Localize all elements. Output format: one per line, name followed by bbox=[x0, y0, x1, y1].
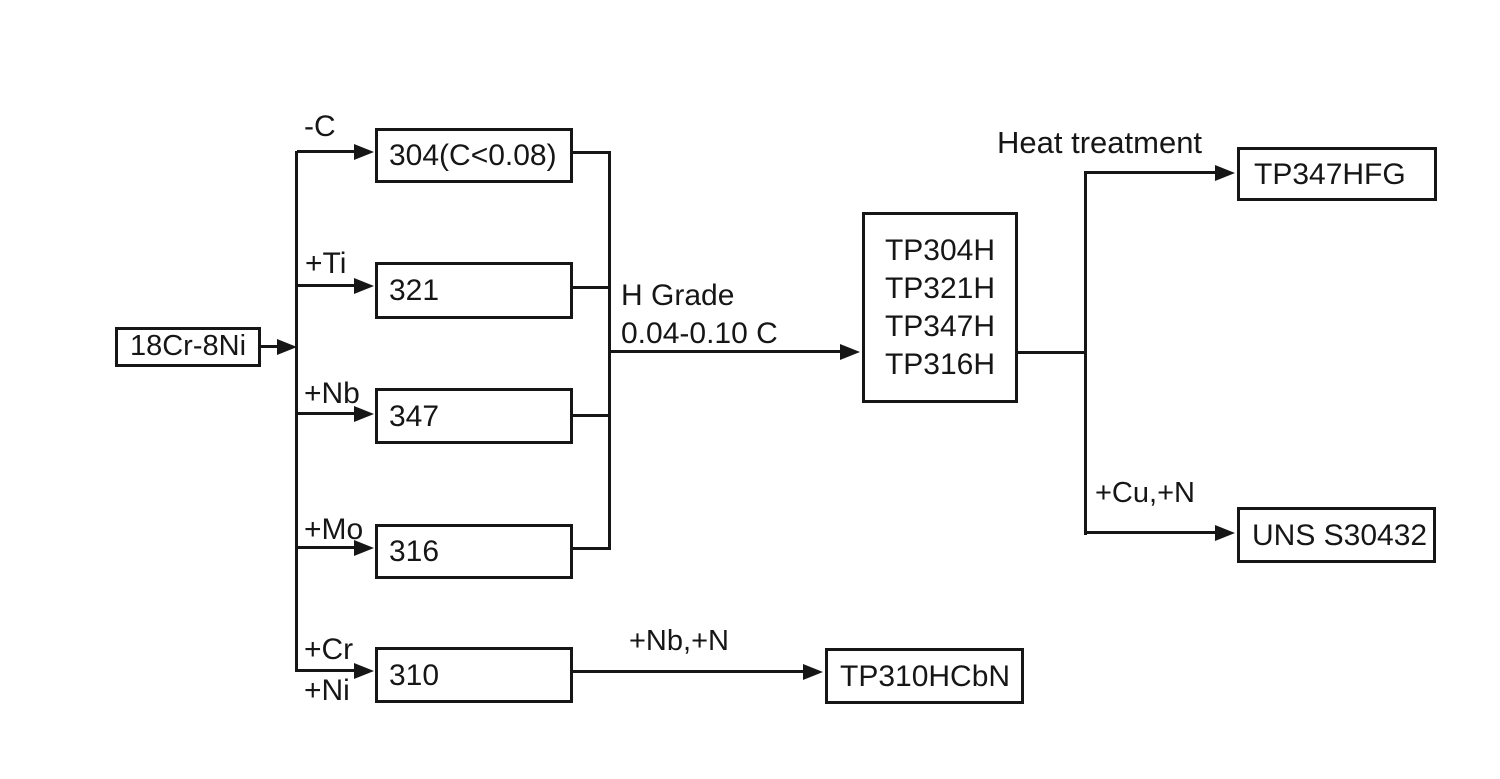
arrowhead-tp310hcbn bbox=[803, 664, 823, 680]
node-h-grades: TP304H TP321H TP347H TP316H bbox=[862, 212, 1018, 403]
edge-label-h-grade-range: 0.04-0.10 C bbox=[621, 317, 778, 350]
node-tp310hcbn: TP310HCbN bbox=[825, 648, 1024, 704]
connector-heat-treatment-line bbox=[1084, 171, 1216, 174]
node-310: 310 bbox=[375, 647, 573, 703]
arrowhead-310 bbox=[354, 663, 374, 679]
connector-stub-321 bbox=[571, 286, 611, 289]
edge-label-plus-ti: +Ti bbox=[305, 247, 347, 280]
node-uns-s30432: UNS S30432 bbox=[1237, 507, 1436, 563]
node-321: 321 bbox=[375, 262, 573, 319]
connector-stub-347 bbox=[571, 414, 611, 417]
connector-branch-304 bbox=[297, 150, 355, 153]
node-304: 304(C<0.08) bbox=[375, 128, 573, 183]
edge-label-plus-nb: +Nb bbox=[304, 377, 360, 410]
connector-stub-304 bbox=[571, 151, 611, 154]
node-18cr-8ni: 18Cr-8Ni bbox=[115, 327, 261, 367]
arrowhead-source bbox=[277, 339, 297, 355]
connector-branch-310 bbox=[297, 669, 355, 672]
edge-label-minus-c: -C bbox=[304, 110, 336, 143]
connector-nb-n-line bbox=[571, 670, 805, 673]
connector-cu-n-line bbox=[1084, 531, 1216, 534]
node-316: 316 bbox=[375, 524, 573, 579]
h-grades-line: TP316H bbox=[884, 347, 996, 381]
edge-label-plus-ni: +Ni bbox=[304, 674, 350, 707]
connector-tph-out-line bbox=[1016, 351, 1087, 354]
edge-label-h-grade-title: H Grade bbox=[621, 279, 735, 312]
connector-trunk-line bbox=[295, 151, 298, 672]
arrowhead-321 bbox=[354, 278, 374, 294]
edge-label-heat-treatment: Heat treatment bbox=[997, 125, 1203, 160]
h-grades-line: TP304H bbox=[884, 233, 996, 267]
connector-right-branch-line bbox=[1084, 171, 1087, 535]
h-grades-line: TP321H bbox=[884, 271, 996, 305]
edge-label-plus-cu-n: +Cu,+N bbox=[1095, 477, 1195, 509]
arrowhead-304 bbox=[354, 144, 374, 160]
node-347: 347 bbox=[375, 388, 573, 444]
edge-label-plus-cr: +Cr bbox=[304, 633, 354, 666]
arrowhead-tp347hfg bbox=[1215, 165, 1235, 181]
connector-source-line bbox=[259, 345, 279, 348]
connector-stub-316 bbox=[571, 547, 611, 550]
arrowhead-h-grades bbox=[840, 344, 860, 360]
connector-branch-316 bbox=[297, 546, 355, 549]
edge-label-plus-nb-n: +Nb,+N bbox=[629, 625, 729, 657]
h-grades-line: TP347H bbox=[884, 309, 996, 343]
connector-branch-321 bbox=[297, 284, 355, 287]
arrowhead-316 bbox=[354, 540, 374, 556]
arrowhead-uns-s30432 bbox=[1215, 525, 1235, 541]
arrowhead-347 bbox=[354, 406, 374, 422]
edge-label-plus-mo: +Mo bbox=[304, 513, 364, 546]
connector-h-grade-line bbox=[608, 350, 840, 353]
node-tp347hfg: TP347HFG bbox=[1237, 147, 1437, 201]
connector-branch-347 bbox=[297, 412, 355, 415]
